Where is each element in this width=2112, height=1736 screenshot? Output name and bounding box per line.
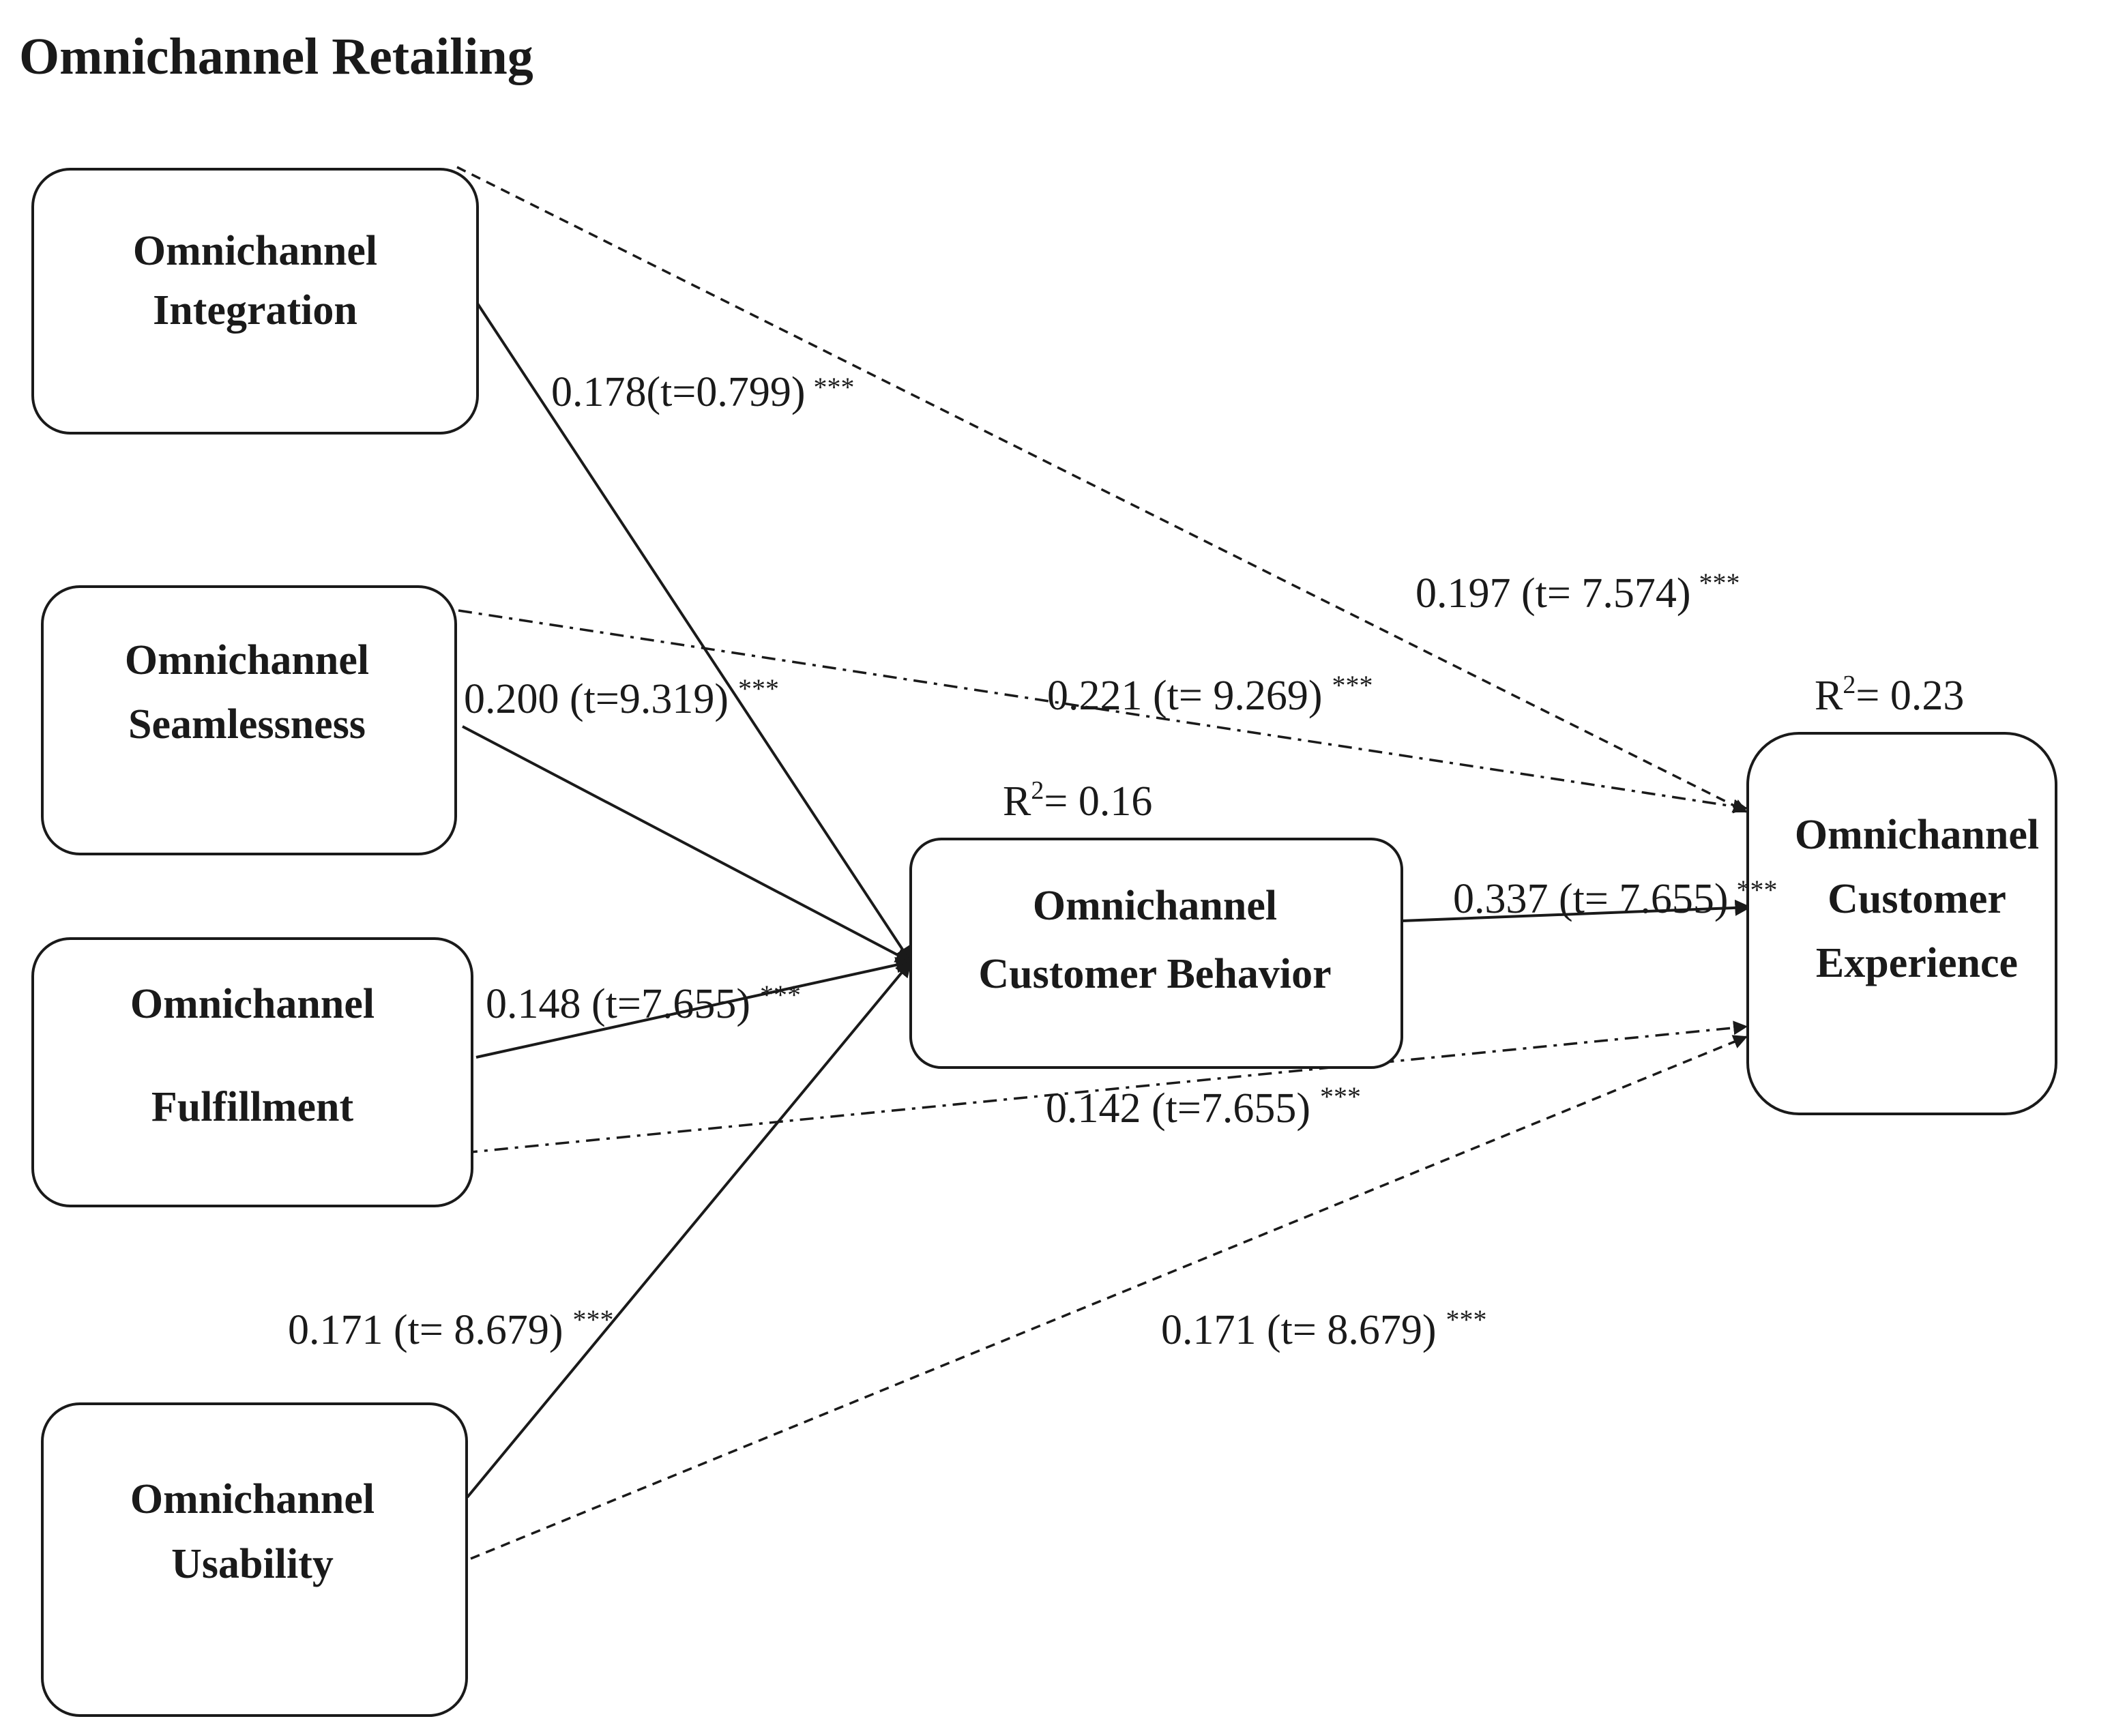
node-seamlessness-box [41,585,457,855]
r-squared-experience: R2= 0.23 [1815,671,1964,719]
node-usability: Omnichannel Usability [41,1402,468,1717]
r-squared-behavior-value: = 0.16 [1044,778,1152,825]
r-squared-behavior-symbol: R [1003,778,1031,825]
node-fulfillment-label-line2: Fulfillment [151,1084,354,1130]
sig-seamlessness-to-experience: *** [1332,670,1373,701]
sig-seamlessness-to-behavior: *** [738,673,779,704]
coef-integration-to-behavior: 0.178(t=0.799) [551,369,805,415]
node-behavior-box [909,838,1403,1069]
label-fulfillment-to-experience: 0.142 (t=7.655) *** [1046,1081,1361,1132]
label-usability-to-experience: 0.171 (t= 8.679) *** [1161,1304,1486,1353]
coef-seamlessness-to-behavior: 0.200 (t=9.319) [464,676,729,722]
node-fulfillment-box [31,937,473,1207]
sig-behavior-to-experience: *** [1736,874,1777,905]
path-seamlessness-to-behavior [462,725,913,963]
label-fulfillment-to-behavior: 0.148 (t=7.655) *** [486,980,801,1027]
node-usability-box [41,1402,468,1717]
node-integration-box [31,168,479,435]
node-seamlessness: Omnichannel Seamlessness [41,585,457,855]
sig-fulfillment-to-experience: *** [1320,1081,1361,1112]
coef-fulfillment-to-experience: 0.142 (t=7.655) [1046,1085,1310,1132]
node-experience-label-line1: Omnichannel [1795,812,2039,858]
node-behavior-label-line1: Omnichannel [1033,883,1277,929]
sig-usability-to-behavior: *** [572,1304,613,1335]
node-seamlessness-label-line1: Omnichannel [125,637,369,683]
node-experience-label-line2: Customer [1828,876,2006,922]
r-squared-behavior-superscript: 2 [1031,776,1044,805]
node-fulfillment-label-line1: Omnichannel [130,981,375,1027]
coef-usability-to-experience: 0.171 (t= 8.679) [1161,1307,1436,1353]
path-seamlessness-to-experience [458,609,1748,814]
node-usability-label-line2: Usability [171,1541,334,1587]
node-integration: Omnichannel Integration [31,168,479,435]
node-experience-box [1746,732,2057,1115]
diagram-title: Omnichannel Retailing [19,28,533,85]
node-integration-label-line2: Integration [153,287,357,334]
path-integration-to-behavior [476,302,912,964]
path-integration-to-experience [456,166,1748,813]
coef-behavior-to-experience: 0.337 (t= 7.655) [1453,876,1728,922]
node-experience: Omnichannel Customer Experience [1746,732,2057,1115]
r-squared-experience-value: = 0.23 [1856,673,1964,719]
sig-usability-to-experience: *** [1446,1304,1486,1335]
node-fulfillment: Omnichannel Fulfillment [31,937,473,1207]
path-usability-to-experience [470,1035,1748,1560]
r-squared-experience-symbol: R [1815,673,1843,719]
node-behavior: Omnichannel Customer Behavior [909,838,1403,1069]
path-behavior-to-experience [1401,899,1752,922]
sig-integration-to-experience: *** [1699,568,1740,598]
coef-integration-to-experience: 0.197 (t= 7.574) [1416,570,1690,617]
sig-fulfillment-to-behavior: *** [760,980,801,1010]
node-integration-label-line1: Omnichannel [133,228,377,274]
coef-usability-to-behavior: 0.171 (t= 8.679) [288,1307,563,1353]
label-seamlessness-to-behavior: 0.200 (t=9.319) *** [464,673,779,722]
node-behavior-label-line2: Customer Behavior [978,951,1331,997]
path-fulfillment-to-behavior [475,956,913,1059]
label-usability-to-behavior: 0.171 (t= 8.679) *** [288,1304,613,1353]
r-squared-behavior: R2= 0.16 [1003,776,1152,825]
node-usability-label-line1: Omnichannel [130,1476,375,1522]
label-behavior-to-experience: 0.337 (t= 7.655) *** [1453,874,1777,922]
r-squared-experience-superscript: 2 [1843,671,1856,699]
path-usability-to-behavior [466,960,912,1499]
label-integration-to-experience: 0.197 (t= 7.574) *** [1416,568,1740,617]
node-experience-label-line3: Experience [1816,940,2018,986]
label-seamlessness-to-experience: 0.221 (t= 9.269) *** [1047,670,1373,719]
coef-seamlessness-to-experience: 0.221 (t= 9.269) [1047,673,1322,719]
node-seamlessness-label-line2: Seamlessness [128,701,366,748]
sig-integration-to-behavior: *** [813,372,854,402]
coef-fulfillment-to-behavior: 0.148 (t=7.655) [486,981,750,1027]
label-integration-to-behavior: 0.178(t=0.799) *** [551,369,854,415]
